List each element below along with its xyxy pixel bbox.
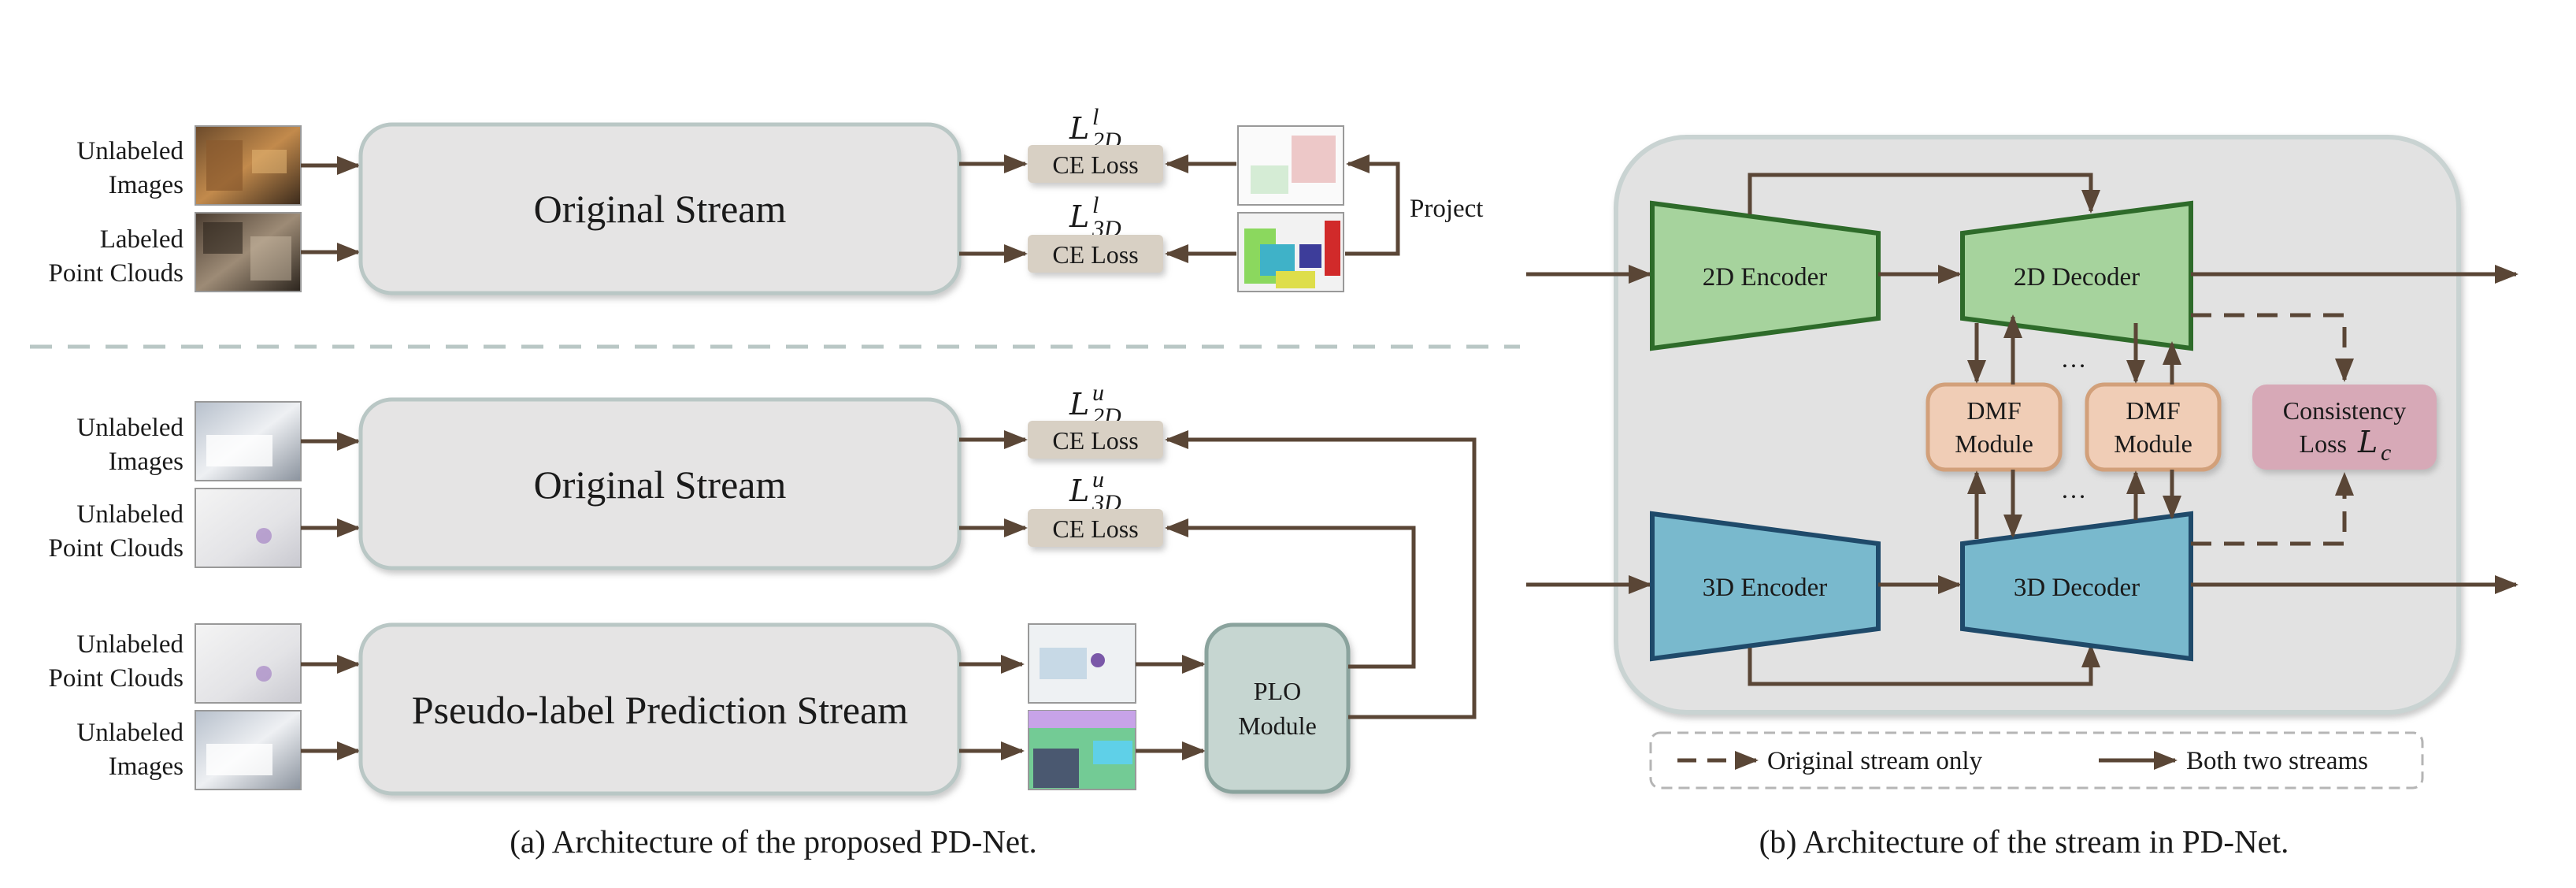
input-unlabeled-images-label-2: Images	[109, 171, 183, 199]
thumb-bath-image-2	[195, 710, 302, 790]
pseudo-label-stream-box	[358, 622, 962, 796]
dmf-module-2-box	[2085, 382, 2222, 472]
svg-text:u: u	[1092, 466, 1104, 492]
consistency-loss-label-2: Loss	[2300, 429, 2347, 458]
input-labeled-pc-label-2: Point Clouds	[49, 259, 183, 288]
bottom-input4-label: Unlabeled	[76, 719, 183, 747]
arrow-skip-3d	[1748, 644, 2100, 686]
loss-label-ce-2d-bottom: CE Loss	[1052, 426, 1138, 455]
thumb-bath-pointcloud-1	[195, 488, 302, 568]
panel-a-top: Unlabeled Images Labeled Point Clouds Or…	[49, 104, 1483, 295]
svg-text:L: L	[1069, 387, 1089, 422]
encoder-2d-label: 2D Encoder	[1703, 263, 1828, 292]
original-stream-bottom-title: Original Stream	[534, 463, 787, 507]
plo-module-box	[1204, 622, 1351, 794]
loss-symbol-l3d: L l 3D	[1069, 192, 1121, 242]
svg-text:l: l	[1092, 104, 1099, 130]
thumb-pseudo-pointcloud	[1028, 623, 1136, 704]
consistency-loss-label: Consistency	[2283, 396, 2406, 425]
loss-box-ce-3d-bottom	[1028, 509, 1163, 547]
decoder-3d-label: 3D Decoder	[2014, 574, 2140, 602]
loss-box-ce-2d-top	[1028, 145, 1163, 183]
thumb-bath-pointcloud-2	[195, 623, 302, 704]
arrow-plo-to-2d-loss	[1165, 430, 1477, 719]
decoder-3d-shape	[1960, 511, 2193, 662]
thumb-pseudo-segmentation	[1028, 710, 1136, 790]
original-stream-top-box	[358, 122, 962, 295]
bottom-input1-label: Unlabeled	[76, 414, 183, 442]
thumb-room-image	[195, 125, 302, 206]
dmf-module-2-label-2: Module	[2114, 429, 2192, 458]
legend-solid-label: Both two streams	[2186, 747, 2368, 775]
original-stream-top-title: Original Stream	[534, 187, 787, 231]
dmf-module-2-label: DMF	[2126, 396, 2180, 425]
original-stream-bottom-box	[358, 397, 962, 570]
loss-box-ce-3d-top	[1028, 235, 1163, 273]
bottom-input4-label-2: Images	[109, 752, 183, 781]
input-labeled-pc-label: Labeled	[100, 225, 184, 254]
panel-b: 2D Encoder 2D Decoder 3D Encoder 3D Deco…	[1526, 135, 2519, 790]
encoder-3d-shape	[1650, 511, 1881, 662]
thumb-projected-labels	[1237, 125, 1344, 206]
dashed-arrow-dec3d-consistency	[2191, 472, 2354, 546]
svg-text:L: L	[1069, 474, 1089, 508]
legend-dashed-label: Original stream only	[1767, 747, 1983, 775]
thumb-bath-image-1	[195, 401, 302, 481]
svg-text:c: c	[2381, 440, 2391, 466]
decoder-2d-label: 2D Decoder	[2014, 263, 2140, 292]
caption-b: (b) Architecture of the stream in PD-Net…	[1759, 823, 2289, 860]
loss-box-ce-2d-bottom	[1028, 421, 1163, 459]
arrow-project-loop	[1345, 154, 1400, 256]
panel-a-bottom: Unlabeled Images Unlabeled Point Clouds …	[49, 380, 1477, 796]
bottom-input3-label-2: Point Clouds	[49, 664, 183, 693]
pseudo-label-stream-title: Pseudo-label Prediction Stream	[412, 688, 909, 732]
consistency-loss-box	[2252, 385, 2437, 470]
plo-module-label-2: Module	[1238, 712, 1317, 740]
bottom-input2-label: Unlabeled	[76, 500, 183, 529]
svg-text:L: L	[1069, 111, 1089, 146]
loss-label-ce-3d-bottom: CE Loss	[1052, 515, 1138, 543]
plo-module-label: PLO	[1254, 677, 1301, 705]
dmf-module-1-label: DMF	[1966, 396, 2021, 425]
thumb-gt-pointcloud-labels	[1237, 212, 1344, 292]
loss-label-ce-3d-top: CE Loss	[1052, 240, 1138, 269]
encoder-3d-label: 3D Encoder	[1703, 574, 1828, 602]
bottom-input1-label-2: Images	[109, 448, 183, 476]
project-label: Project	[1410, 195, 1483, 223]
loss-label-ce-2d-top: CE Loss	[1052, 150, 1138, 179]
arrow-skip-2d	[1748, 173, 2100, 214]
encoder-2d-shape	[1650, 200, 1881, 351]
svg-text:L: L	[2357, 425, 2378, 459]
dmf-module-1-label-2: Module	[1955, 429, 2033, 458]
legend: Original stream only Both two streams	[1649, 731, 2424, 790]
thumb-room-pointcloud	[195, 212, 302, 292]
caption-a: (a) Architecture of the proposed PD-Net.	[510, 823, 1036, 860]
input-unlabeled-images-label: Unlabeled	[76, 137, 183, 165]
ellipsis-top: …	[2061, 345, 2087, 373]
svg-text:l: l	[1092, 192, 1099, 218]
bottom-input2-label-2: Point Clouds	[49, 534, 183, 563]
dashed-arrow-dec2d-consistency	[2191, 313, 2354, 382]
consistency-loss-symbol: L c	[2357, 425, 2391, 466]
dmf-module-1-box	[1926, 382, 2063, 472]
decoder-2d-shape	[1960, 200, 2193, 351]
ellipsis-bottom: …	[2061, 476, 2087, 504]
loss-symbol-u3d: L u 3D	[1069, 466, 1121, 516]
svg-text:L: L	[1069, 199, 1089, 234]
arrow-plo-to-3d-loss	[1165, 518, 1416, 669]
svg-text:u: u	[1092, 380, 1104, 406]
bottom-input3-label: Unlabeled	[76, 630, 183, 659]
